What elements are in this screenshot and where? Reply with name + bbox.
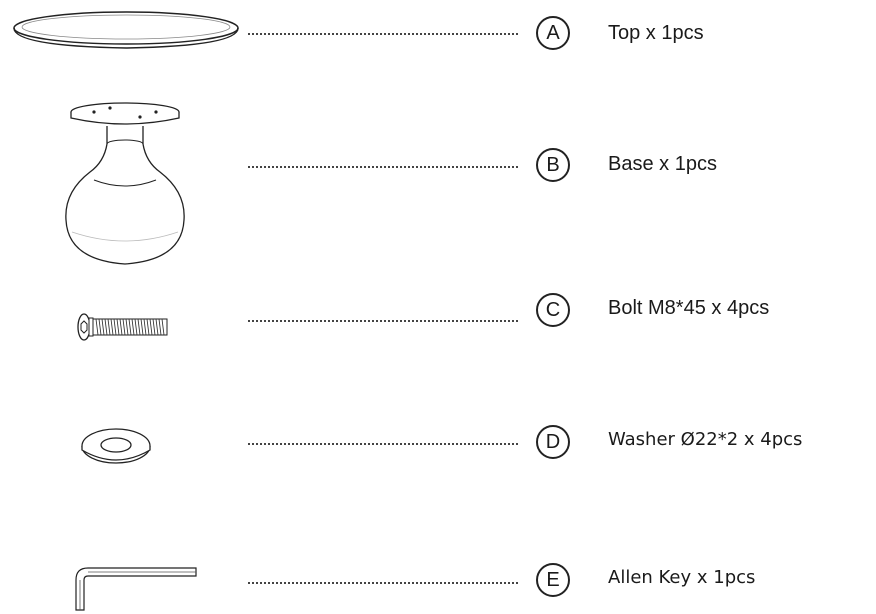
part-label: Washer Ø22*2 x 4pcs bbox=[608, 429, 803, 450]
part-label: Base x 1pcs bbox=[608, 153, 717, 175]
part-letter-badge: D bbox=[536, 425, 570, 459]
leader-dots bbox=[248, 582, 518, 584]
washer-icon bbox=[81, 428, 151, 464]
tabletop-icon bbox=[13, 11, 239, 49]
base-icon bbox=[65, 102, 185, 265]
bolt-icon bbox=[77, 313, 168, 341]
part-label: Allen Key x 1pcs bbox=[608, 567, 756, 588]
leader-dots bbox=[248, 443, 518, 445]
leader-dots bbox=[248, 320, 518, 322]
part-letter-badge: E bbox=[536, 563, 570, 597]
leader-dots bbox=[248, 166, 518, 168]
part-label: Top x 1pcs bbox=[608, 22, 704, 44]
part-letter-badge: C bbox=[536, 293, 570, 327]
leader-dots bbox=[248, 33, 518, 35]
part-letter-badge: A bbox=[536, 16, 570, 50]
part-label: Bolt M8*45 x 4pcs bbox=[608, 297, 770, 319]
allen-key-icon bbox=[75, 567, 197, 611]
part-letter-badge: B bbox=[536, 148, 570, 182]
